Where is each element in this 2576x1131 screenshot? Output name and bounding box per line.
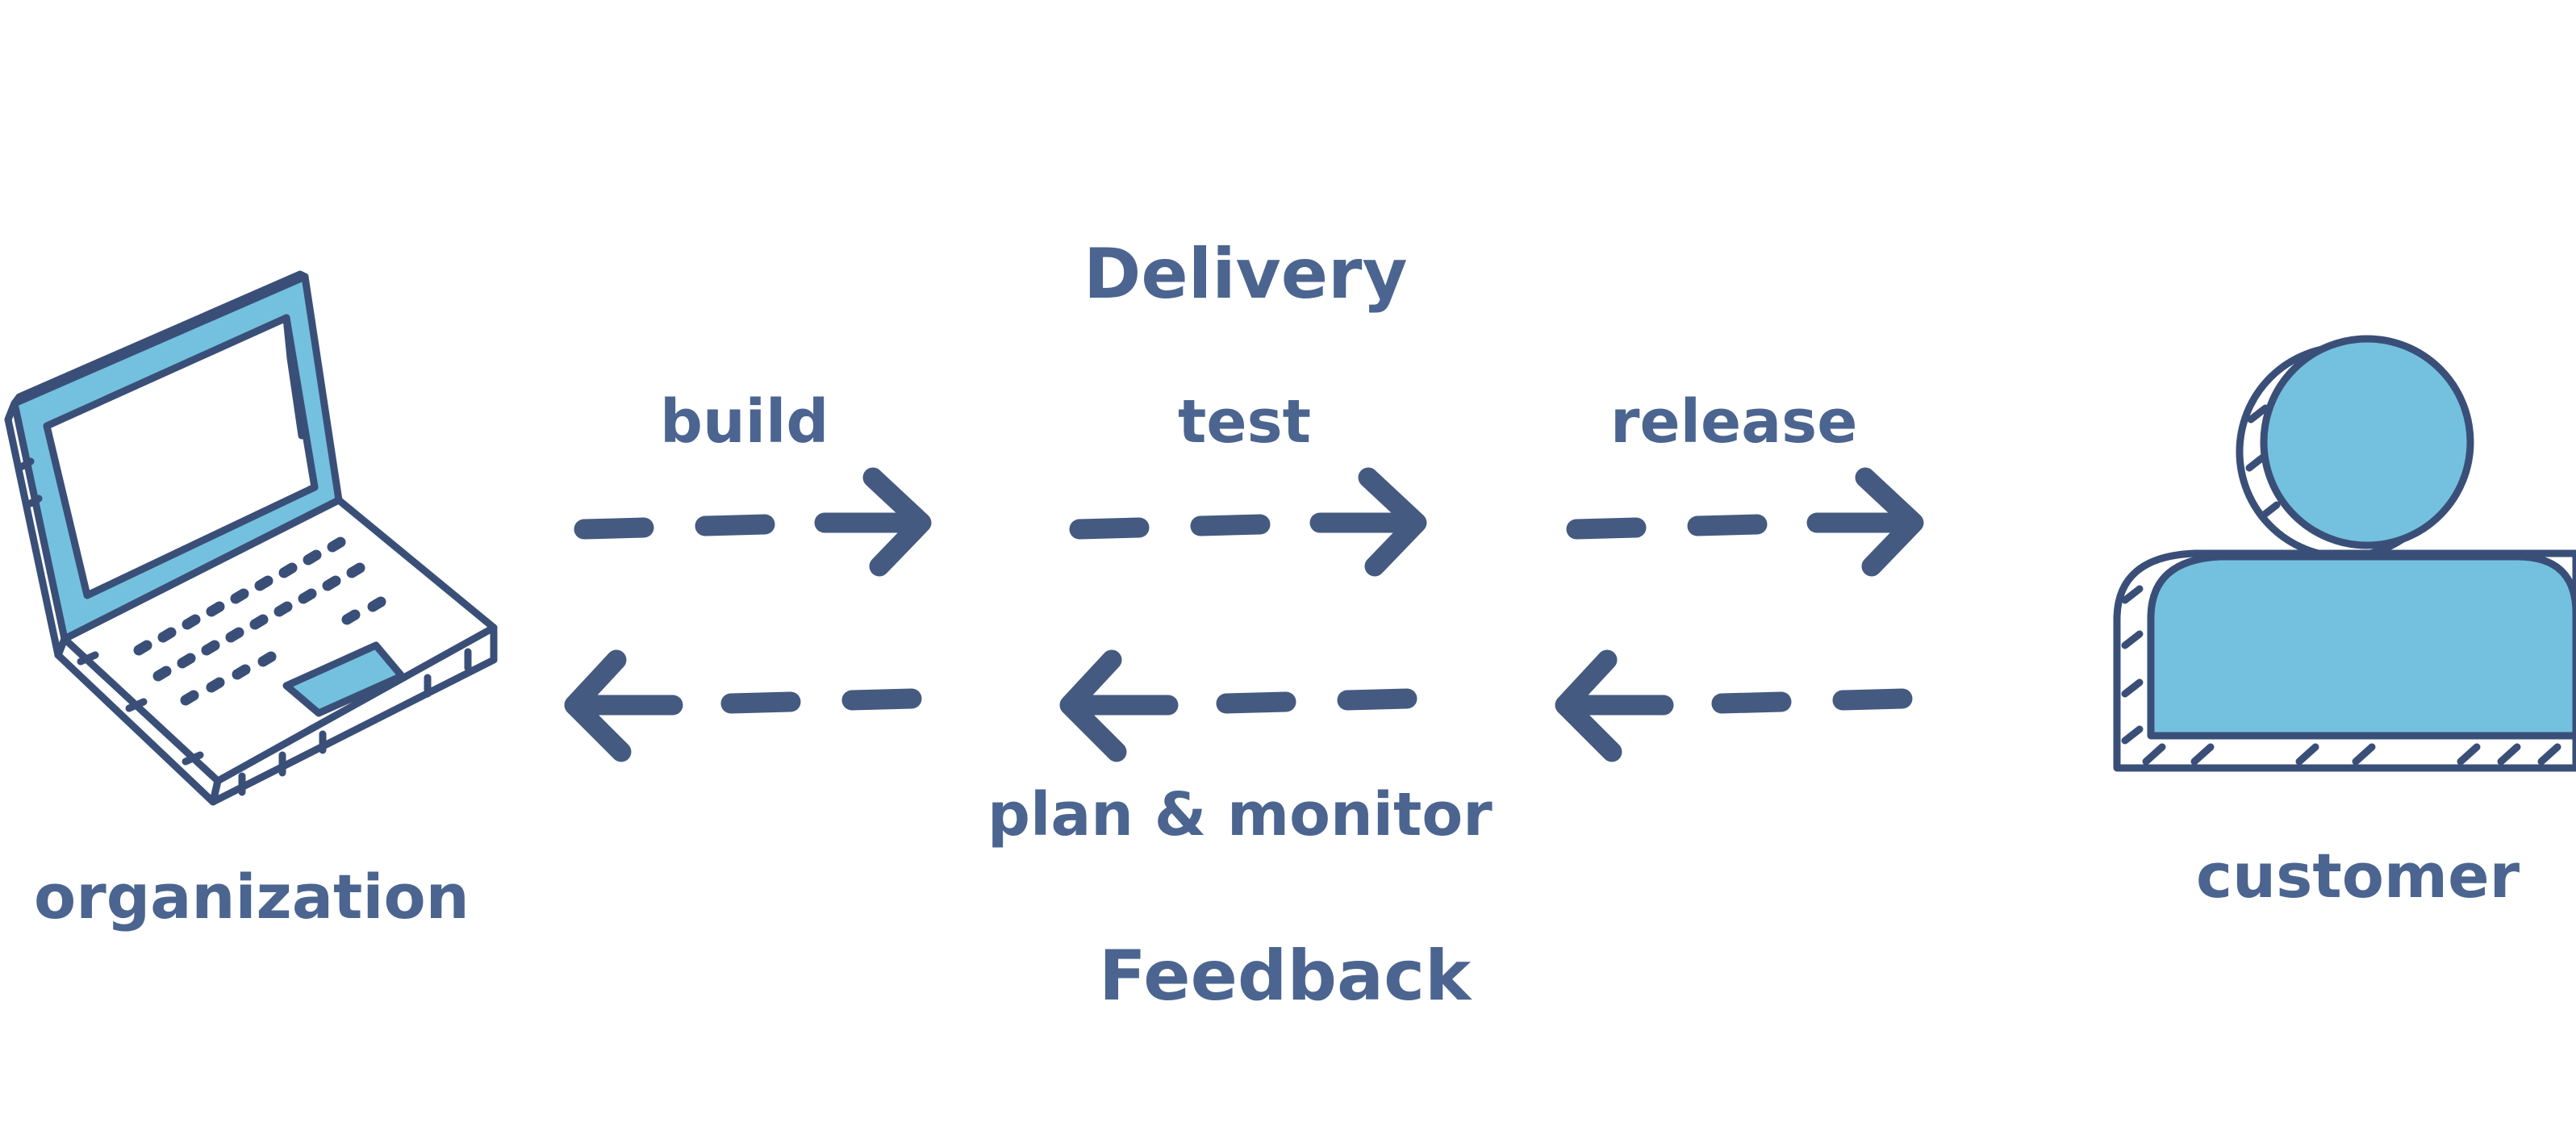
release-label: release — [1610, 387, 1858, 457]
feedback-arrow-left — [564, 649, 922, 762]
customer-label: customer — [2196, 840, 2520, 912]
feedback-arrow-middle — [1059, 649, 1417, 762]
feedback-arrow-right — [1555, 649, 1913, 762]
delivery-arrows — [574, 467, 1924, 577]
plan-monitor-label: plan & monitor — [987, 780, 1493, 849]
release-arrow — [1566, 467, 1924, 577]
user-icon — [2113, 335, 2576, 772]
organization-label: organization — [34, 861, 470, 933]
feedback-arrows — [564, 649, 1913, 762]
test-label: test — [1178, 387, 1311, 457]
build-label: build — [660, 387, 829, 457]
delivery-title: Delivery — [1083, 234, 1408, 315]
test-arrow — [1069, 467, 1427, 577]
laptop-icon — [4, 270, 498, 806]
feedback-title: Feedback — [1099, 936, 1472, 1016]
build-arrow — [574, 467, 932, 577]
